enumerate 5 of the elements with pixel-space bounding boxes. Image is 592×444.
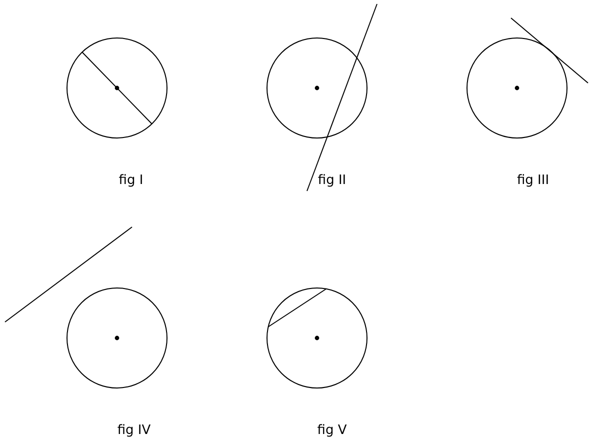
figure-caption: fig III <box>516 173 550 188</box>
figure-caption: fig IV <box>117 423 151 438</box>
figure-caption: fig II <box>318 173 346 188</box>
figure-caption: fig I <box>118 173 144 188</box>
figure-caption: fig V <box>317 423 347 438</box>
